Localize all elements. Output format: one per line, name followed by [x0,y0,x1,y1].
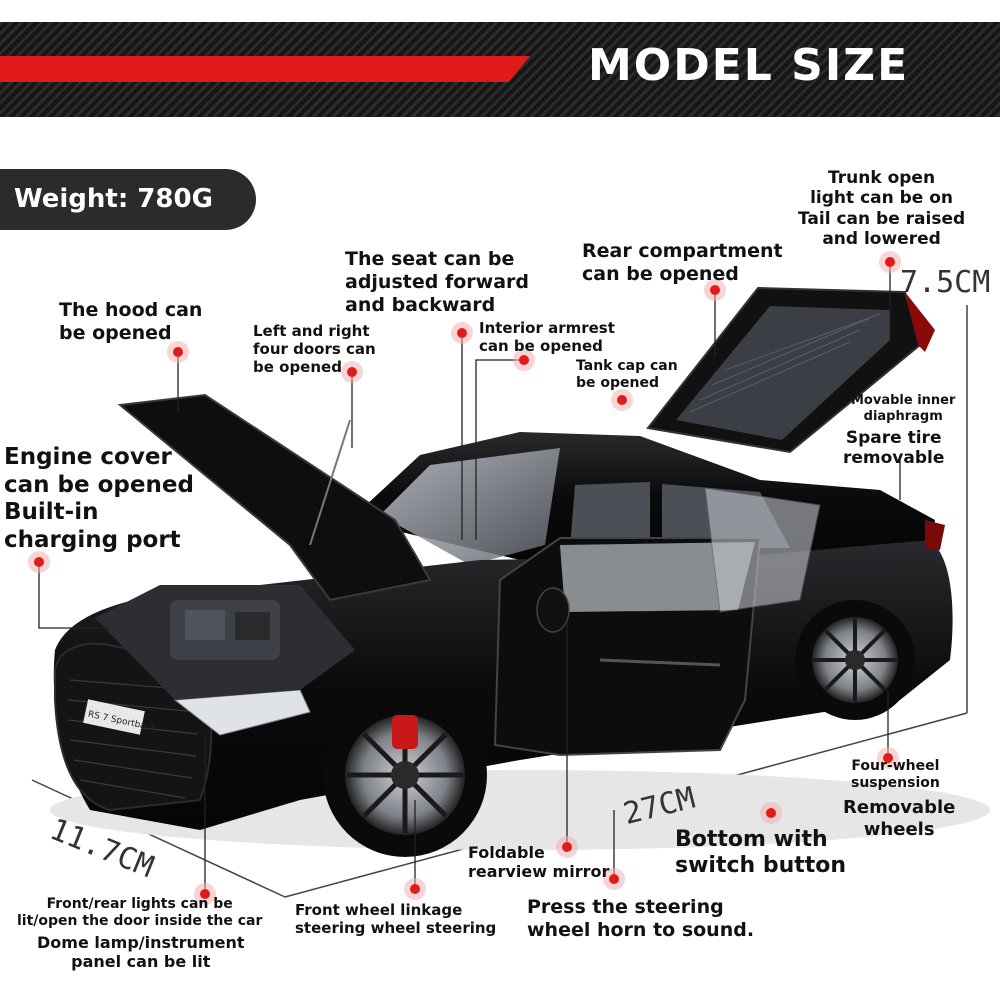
callout-dot [617,395,627,405]
leader-lines [38,262,901,893]
banner-title: MODEL SIZE [588,40,910,91]
trunk-lid [646,286,935,454]
callout-dot [883,753,893,763]
car-body: RS 7 Sportback [53,393,953,830]
callout-dot [347,367,357,377]
height-dimension: 7.5CM [900,265,991,300]
banner-red-stripe [0,56,530,82]
callout-dot [609,874,619,884]
callout-dot [519,355,529,365]
callout-dot [885,257,895,267]
callout-dot [766,808,776,818]
weight-badge: Weight: 780G [0,169,256,230]
callout-dot [173,347,183,357]
callout-dot [457,328,467,338]
callout-dots [28,251,901,905]
front-wheel [323,693,487,857]
callout-dot [562,842,572,852]
callout-dot [710,285,720,295]
callout-dot [410,884,420,894]
rear-wheel [795,600,915,720]
callout-dot [200,889,210,899]
callout-dot [34,557,44,567]
